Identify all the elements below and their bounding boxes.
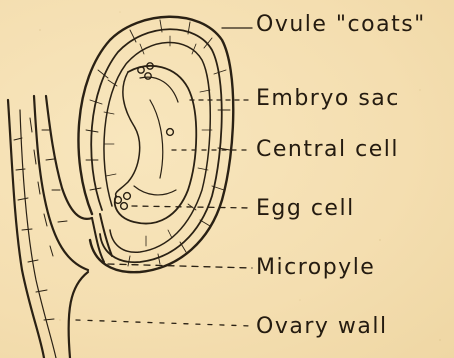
label-ovary-wall: Ovary wall xyxy=(256,316,388,338)
leader-lines xyxy=(76,28,252,326)
ovule-outer-coat xyxy=(78,17,233,272)
label-embryo-sac: Embryo sac xyxy=(256,88,400,110)
label-central-cell: Central cell xyxy=(256,139,399,161)
label-micropyle: Micropyle xyxy=(256,257,375,279)
central-cell-nucleus xyxy=(167,129,174,136)
egg-apparatus xyxy=(115,193,131,210)
label-egg-cell: Egg cell xyxy=(256,198,355,220)
label-ovule-coats: Ovule "coats" xyxy=(256,14,426,36)
